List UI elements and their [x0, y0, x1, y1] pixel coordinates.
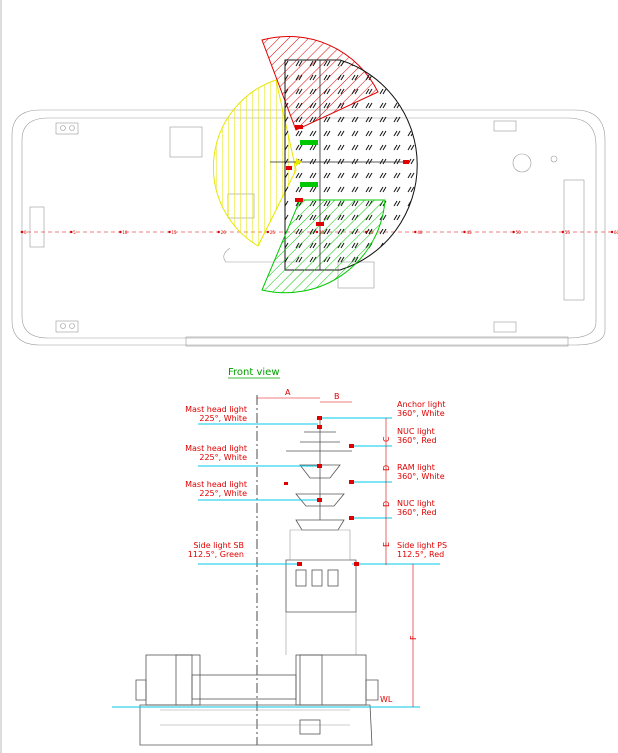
svg-text:112.5°, Green: 112.5°, Green: [188, 550, 244, 559]
svg-text:Anchor light: Anchor light: [397, 400, 445, 409]
svg-text:E: E: [382, 542, 391, 547]
svg-text:Mast head light: Mast head light: [185, 480, 247, 489]
light-label-right-1: NUC light 360°, Red: [397, 427, 437, 445]
svg-text:C: C: [382, 436, 391, 442]
scale-label: 0: [24, 230, 27, 235]
deck-fitting-left-top: [55, 122, 79, 135]
front-view-title: Front view: [228, 367, 280, 378]
light-label-left-1: Mast head light 225°, White: [185, 444, 247, 462]
light-label-right-4: Side light PS 112.5°, Red: [397, 541, 447, 559]
scale-label: 40: [417, 230, 423, 235]
svg-text:RAM light: RAM light: [397, 463, 435, 472]
hull-outline: [11, 109, 606, 346]
svg-text:225°, White: 225°, White: [199, 489, 247, 498]
svg-text:F: F: [409, 635, 418, 640]
scale-tick: [561, 230, 565, 234]
scale-label: 5: [73, 230, 76, 235]
svg-text:112.5°, Red: 112.5°, Red: [397, 550, 444, 559]
light-label-left-2: Mast head light 225°, White: [185, 480, 247, 498]
light-label-right-2: RAM light 360°, White: [397, 463, 445, 481]
svg-text:360°, White: 360°, White: [397, 472, 445, 481]
svg-text:NUC light: NUC light: [397, 427, 435, 436]
svg-text:D: D: [382, 465, 391, 471]
scale-tick: [463, 230, 466, 234]
svg-text:B: B: [334, 392, 340, 401]
svg-text:NUC light: NUC light: [397, 499, 435, 508]
scale-label: 45: [467, 230, 473, 235]
svg-text:A: A: [285, 388, 291, 397]
scale-tick: [610, 230, 614, 234]
scale-label: 20: [221, 230, 227, 235]
light-label-right-0: Anchor light 360°, White: [397, 400, 445, 418]
scale-label: 60: [614, 230, 618, 235]
yellow-sector: [212, 79, 297, 247]
svg-text:225°, White: 225°, White: [199, 414, 247, 423]
light-label-left-3: Side light SB 112.5°, Green: [188, 541, 244, 559]
scale-label: 25: [270, 230, 276, 235]
scale-tick: [168, 230, 171, 234]
svg-text:Mast head light: Mast head light: [185, 405, 247, 414]
svg-text:360°, White: 360°, White: [397, 409, 445, 418]
svg-text:Mast head light: Mast head light: [185, 444, 247, 453]
light-label-right-3: NUC light 360°, Red: [397, 499, 437, 517]
svg-text:360°, Red: 360°, Red: [397, 436, 437, 445]
plan-view: 051015202530354045505560: [11, 35, 618, 347]
scale-tick: [69, 230, 73, 234]
scale-tick: [414, 230, 417, 234]
scale-label: 15: [172, 230, 178, 235]
scale-tick: [119, 230, 122, 234]
scale-label: 50: [516, 230, 522, 235]
svg-text:225°, White: 225°, White: [199, 453, 247, 462]
svg-text:WL: WL: [380, 695, 393, 704]
front-view: Front view WL: [112, 367, 447, 746]
scale-tick: [217, 230, 220, 234]
svg-text:Side light SB: Side light SB: [193, 541, 244, 550]
scale-tick: [512, 230, 515, 234]
scale-label: 10: [122, 230, 128, 235]
deck-hatch: [512, 153, 532, 173]
svg-text:Side light PS: Side light PS: [397, 541, 447, 550]
svg-text:D: D: [382, 501, 391, 507]
light-label-left-0: Mast head light 225°, White: [185, 405, 247, 423]
scale-tick: [266, 230, 270, 234]
deck-fitting-left-bottom: [55, 320, 79, 333]
green-sector: [261, 199, 386, 294]
scale-tick: [20, 230, 24, 234]
scale-label: 55: [565, 230, 571, 235]
svg-text:360°, Red: 360°, Red: [397, 508, 437, 517]
